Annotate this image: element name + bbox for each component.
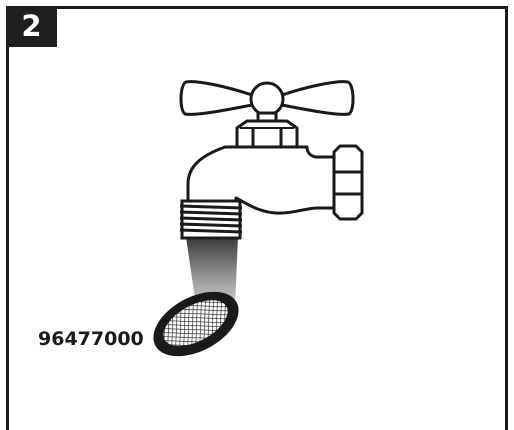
- step-number-badge: 2: [6, 6, 57, 47]
- instruction-panel: [6, 6, 508, 430]
- mesh-screen: [153, 291, 239, 357]
- part-number-label: 96477000: [38, 328, 144, 350]
- pipe-fitting: [332, 144, 364, 221]
- faucet-handle: [179, 80, 254, 116]
- faucet-body: [186, 145, 336, 215]
- packing-nut: [235, 119, 299, 149]
- threaded-outlet: [179, 199, 243, 240]
